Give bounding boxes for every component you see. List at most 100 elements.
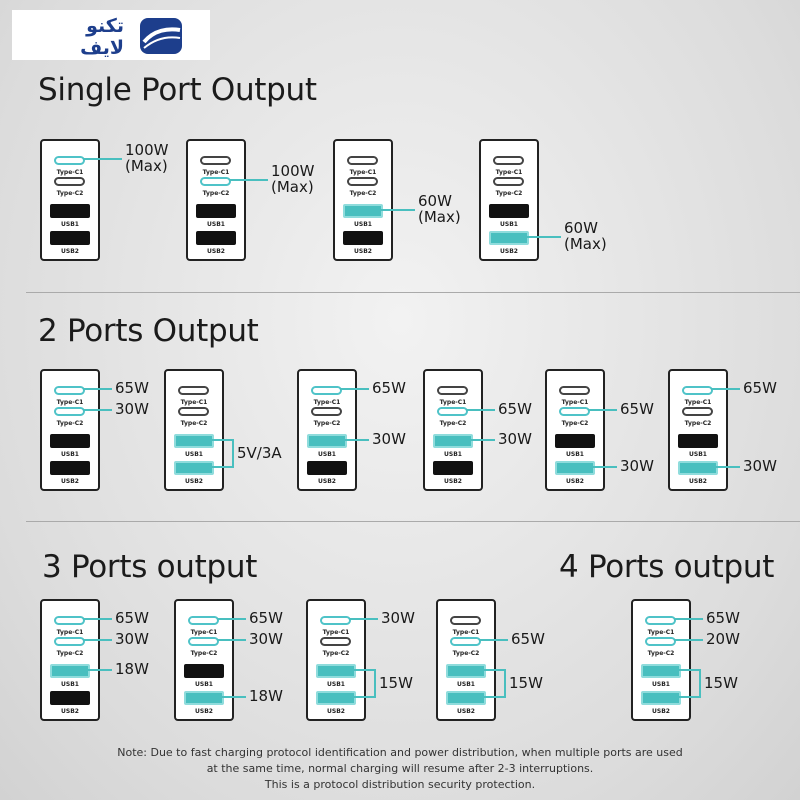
port-label-u2: USB2 — [61, 478, 79, 485]
power-connector-line — [527, 236, 561, 238]
port-label-u1: USB1 — [652, 681, 670, 688]
port-c1 — [200, 156, 231, 165]
power-connector-line — [349, 618, 378, 620]
port-label-c2: Type-C2 — [495, 190, 523, 197]
port-u2 — [343, 231, 383, 245]
port-u1 — [489, 204, 529, 218]
port-c2-active — [54, 637, 85, 646]
port-label-u2: USB2 — [195, 708, 213, 715]
port-u2-active — [316, 691, 356, 705]
port-u1 — [50, 434, 90, 448]
port-u2 — [433, 461, 473, 475]
wattage-label: 30W — [115, 630, 149, 648]
port-u1-active — [307, 434, 347, 448]
port-label-u2: USB2 — [318, 478, 336, 485]
port-label-c1: Type-C1 — [439, 399, 467, 406]
wattage-label: 65W — [743, 379, 777, 397]
wattage-label: 30W — [381, 609, 415, 627]
power-bracket — [679, 669, 701, 698]
section-divider — [26, 292, 800, 293]
port-c1-active — [54, 616, 85, 625]
port-u2-active — [174, 461, 214, 475]
port-label-u1: USB1 — [354, 221, 372, 228]
port-label-c2: Type-C2 — [180, 420, 208, 427]
port-label-u1: USB1 — [457, 681, 475, 688]
port-u2-active — [555, 461, 595, 475]
power-connector-line — [381, 209, 415, 211]
power-connector-line — [340, 388, 369, 390]
port-label-c2: Type-C2 — [56, 420, 84, 427]
port-u1-active — [641, 664, 681, 678]
wattage-label: 100W(Max) — [271, 162, 315, 196]
port-label-u2: USB2 — [457, 708, 475, 715]
power-connector-line — [88, 669, 112, 671]
wattage-label: 60W(Max) — [418, 192, 461, 226]
power-connector-line — [479, 639, 508, 641]
wattage-label: 30W — [620, 457, 654, 475]
port-label-u1: USB1 — [61, 451, 79, 458]
port-label-u2: USB2 — [500, 248, 518, 255]
port-label-u2: USB2 — [185, 478, 203, 485]
wattage-label: 65W — [511, 630, 545, 648]
port-label-c2: Type-C2 — [647, 650, 675, 657]
port-c2 — [682, 407, 713, 416]
port-u2-active — [446, 691, 486, 705]
wattage-label: 15W — [379, 673, 413, 692]
port-label-u2: USB2 — [444, 478, 462, 485]
port-u1-active — [50, 664, 90, 678]
port-label-u1: USB1 — [61, 221, 79, 228]
power-connector-line — [83, 618, 112, 620]
power-bracket — [484, 669, 506, 698]
port-c1 — [450, 616, 481, 625]
port-label-u1: USB1 — [61, 681, 79, 688]
wattage-label: 65W — [706, 609, 740, 627]
footnote-line-1: Note: Due to fast charging protocol iden… — [117, 746, 683, 759]
port-c2 — [178, 407, 209, 416]
port-c1-active — [311, 386, 342, 395]
port-label-c1: Type-C1 — [349, 169, 377, 176]
port-label-u1: USB1 — [689, 451, 707, 458]
wattage-label: 65W — [620, 400, 654, 418]
port-u2 — [50, 691, 90, 705]
port-label-c2: Type-C2 — [56, 190, 84, 197]
wattage-label: 20W — [706, 630, 740, 648]
port-label-c2: Type-C2 — [56, 650, 84, 657]
heading-three-ports: 3 Ports output — [42, 549, 258, 585]
port-label-u1: USB1 — [500, 221, 518, 228]
port-label-c1: Type-C1 — [190, 629, 218, 636]
port-label-u2: USB2 — [652, 708, 670, 715]
port-c1 — [437, 386, 468, 395]
port-label-c1: Type-C1 — [647, 629, 675, 636]
wattage-label: 30W — [115, 400, 149, 418]
port-label-u2: USB2 — [689, 478, 707, 485]
port-label-u2: USB2 — [61, 248, 79, 255]
port-label-c2: Type-C2 — [439, 420, 467, 427]
port-c2 — [347, 177, 378, 186]
port-u1-active — [446, 664, 486, 678]
wattage-label: 60W(Max) — [564, 219, 607, 253]
wattage-label: 65W — [115, 379, 149, 397]
power-connector-line — [222, 696, 246, 698]
port-u1 — [678, 434, 718, 448]
port-label-c2: Type-C2 — [452, 650, 480, 657]
heading-four-ports: 4 Ports output — [559, 549, 775, 585]
port-label-u1: USB1 — [566, 451, 584, 458]
power-connector-line — [716, 466, 740, 468]
brand-line-1: تکنو — [86, 15, 124, 37]
port-c2-active — [188, 637, 219, 646]
port-u1-active — [343, 204, 383, 218]
port-c1-active — [54, 386, 85, 395]
port-c1 — [347, 156, 378, 165]
port-label-u2: USB2 — [566, 478, 584, 485]
port-label-c1: Type-C1 — [495, 169, 523, 176]
port-label-c1: Type-C1 — [56, 629, 84, 636]
port-c2 — [54, 177, 85, 186]
port-label-c1: Type-C1 — [202, 169, 230, 176]
